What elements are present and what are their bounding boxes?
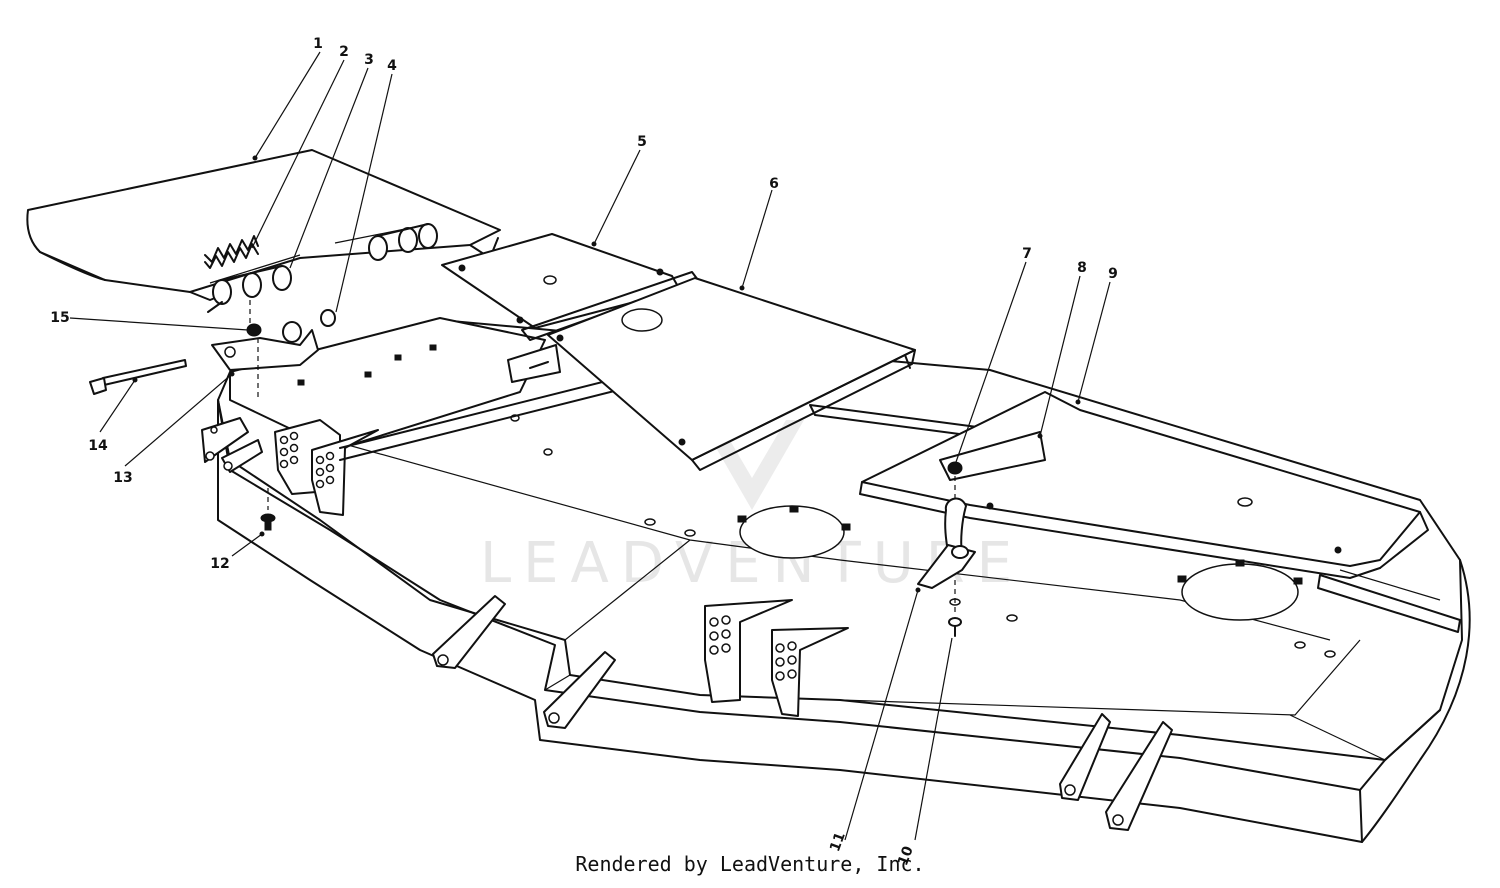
lift-arms xyxy=(432,595,1173,831)
left-deck-plate xyxy=(229,317,546,451)
front-left-brackets xyxy=(274,359,691,516)
callout-12: 12 xyxy=(210,556,229,572)
center-brackets xyxy=(704,599,849,717)
hinge-bracket xyxy=(207,301,336,371)
right-cover-plate xyxy=(859,391,1429,579)
callout-15: 15 xyxy=(50,310,69,326)
latch-strap xyxy=(917,497,976,589)
callout-8: 8 xyxy=(1077,260,1087,276)
carriage-bolt xyxy=(260,513,276,531)
front-cover-plate xyxy=(547,277,916,471)
rear-cover-plate xyxy=(441,233,699,341)
callout-7: 7 xyxy=(1022,246,1032,262)
hinge-bolt xyxy=(89,359,187,395)
callout-13: 13 xyxy=(113,470,132,486)
callout-6: 6 xyxy=(769,176,779,192)
hinge-rollers xyxy=(212,223,438,305)
spring xyxy=(204,235,259,269)
callout-14: 14 xyxy=(88,438,108,454)
nut xyxy=(947,461,963,475)
callout-9: 9 xyxy=(1108,266,1118,282)
latch-screw xyxy=(948,617,962,637)
mower-deck xyxy=(217,319,1471,843)
callout-1: 1 xyxy=(313,36,323,52)
callout-11: 11 xyxy=(827,830,849,854)
discharge-chute xyxy=(26,149,501,301)
callout-2: 2 xyxy=(339,44,349,60)
callout-3: 3 xyxy=(364,52,374,68)
left-pivot-links xyxy=(201,417,263,473)
callout-5: 5 xyxy=(637,134,647,150)
leader-lines xyxy=(69,51,1111,841)
center-slot xyxy=(507,344,561,383)
credit-line: Rendered by LeadVenture, Inc. xyxy=(575,852,925,876)
callout-4: 4 xyxy=(387,58,397,74)
callout-10: 10 xyxy=(895,844,917,868)
